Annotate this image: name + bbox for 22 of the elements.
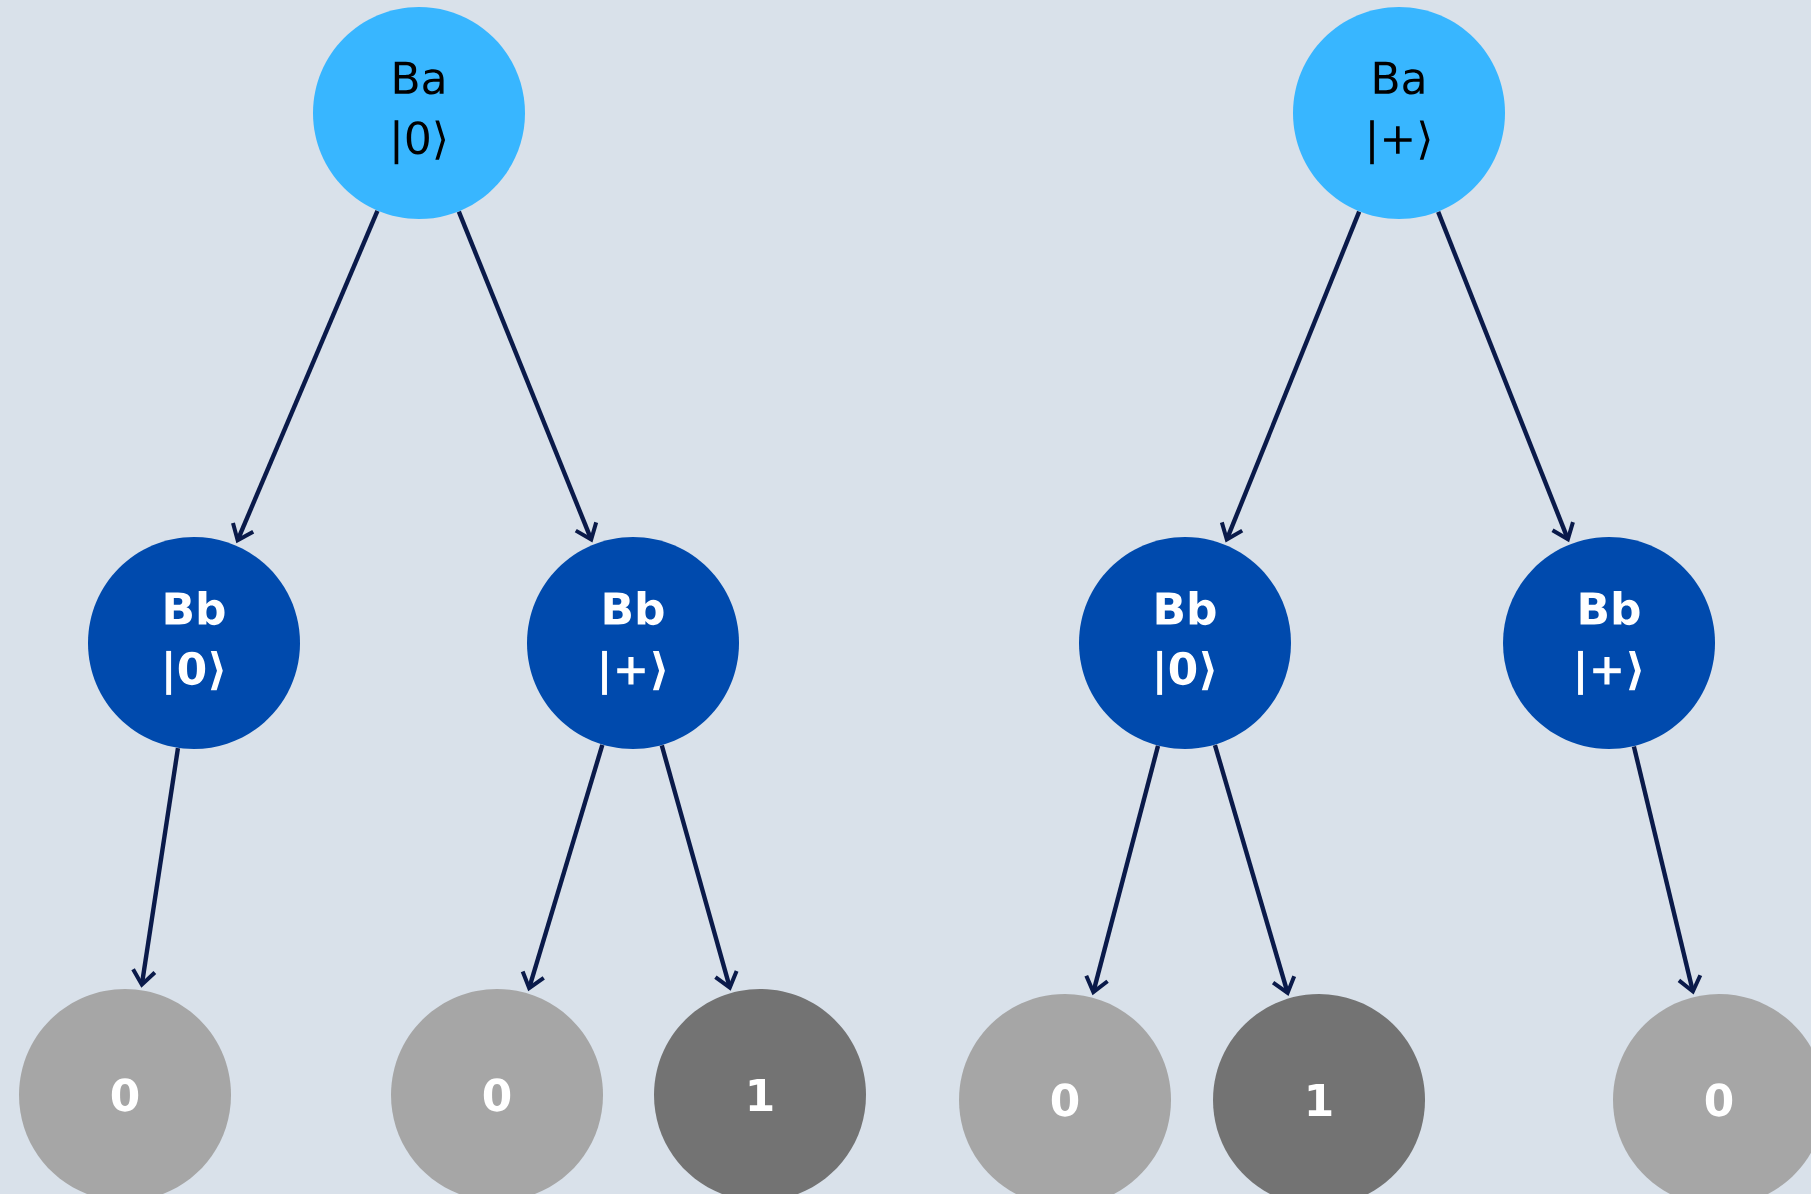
tree-node: Ba |0⟩ (313, 7, 525, 219)
arrow (231, 210, 380, 544)
arrow (131, 747, 181, 988)
tree-node: Bb |0⟩ (88, 537, 300, 749)
tree-node: Bb |0⟩ (1079, 537, 1291, 749)
arrow (1084, 745, 1161, 996)
arrow (1212, 744, 1297, 996)
leaf-node: 1 (1213, 994, 1425, 1194)
leaf-node: 0 (19, 989, 231, 1194)
arrow (1436, 211, 1575, 543)
leaf-node: 0 (959, 994, 1171, 1194)
arrow (1631, 745, 1703, 995)
arrow (456, 210, 599, 543)
leaf-node: 0 (1613, 994, 1811, 1194)
leaf-node: 1 (654, 989, 866, 1194)
arrow (659, 744, 739, 991)
tree-node: Ba |+⟩ (1293, 7, 1505, 219)
leaf-node: 0 (391, 989, 603, 1194)
tree-node: Bb |+⟩ (1503, 537, 1715, 749)
arrow (520, 744, 605, 992)
tree-node: Bb |+⟩ (527, 537, 739, 749)
arrow (1219, 210, 1362, 543)
